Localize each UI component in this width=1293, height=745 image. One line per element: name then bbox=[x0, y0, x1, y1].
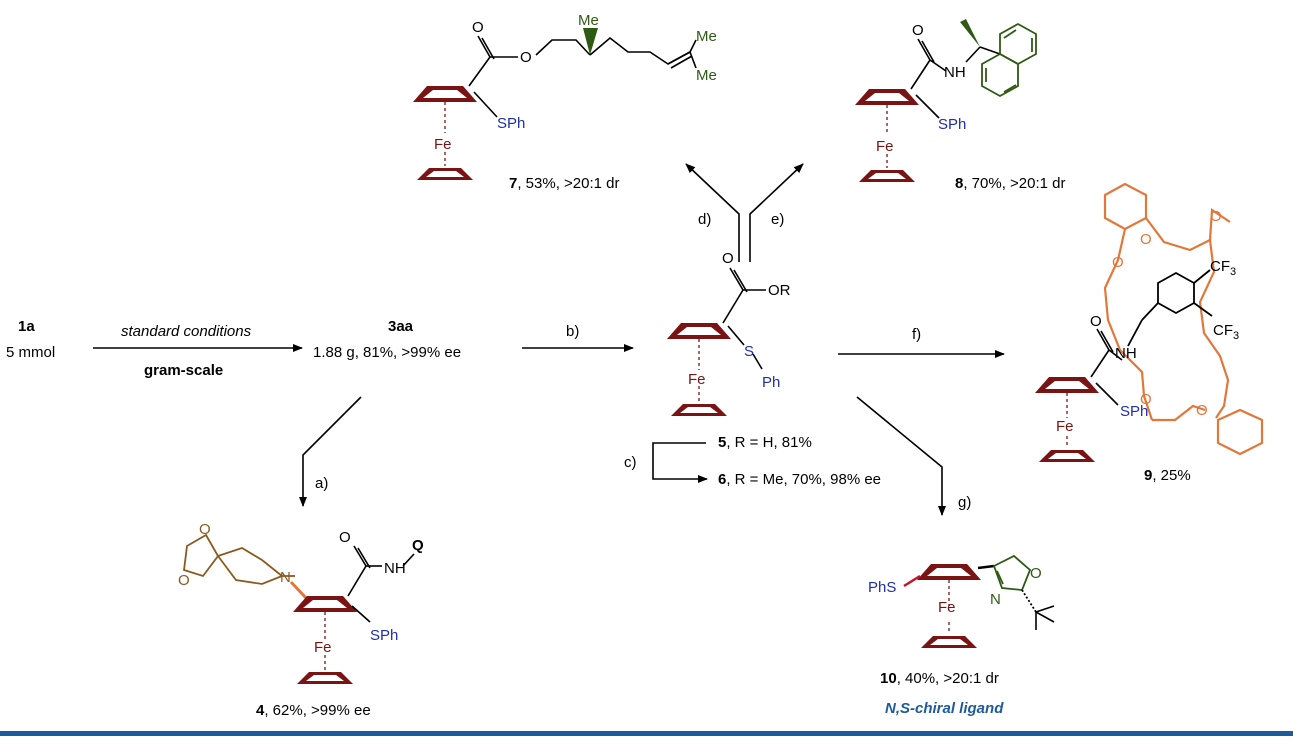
step-f-label: f) bbox=[912, 326, 921, 343]
compound-8-iron: Fe bbox=[876, 138, 894, 155]
compound-4-sph: SPh bbox=[370, 627, 398, 644]
compound-4-structure bbox=[183, 533, 415, 684]
compound-8-nh: NH bbox=[944, 64, 966, 81]
compound-7-structure bbox=[413, 28, 697, 180]
compound-9-crown-o-1: O bbox=[1140, 231, 1152, 248]
step-g-label: g) bbox=[958, 494, 971, 511]
compound-3aa-result: 1.88 g, 81%, >99% ee bbox=[313, 344, 461, 361]
compound-10-structure bbox=[903, 554, 1055, 648]
compound-9-cf3-bottom-cf: CF bbox=[1213, 322, 1233, 339]
compound-10-iron: Fe bbox=[938, 599, 956, 616]
compound-4-label: 4, 62%, >99% ee bbox=[256, 702, 371, 719]
compound-4-desc: , 62%, >99% ee bbox=[264, 702, 370, 719]
compound-9-crown-o-3: O bbox=[1112, 254, 1124, 271]
bottom-bar bbox=[0, 731, 1293, 736]
compound-9-iron: Fe bbox=[1056, 418, 1074, 435]
step-d-label: d) bbox=[698, 211, 711, 228]
central-sulfur: S bbox=[744, 343, 754, 360]
compound-9-cf3-bottom: CF3 bbox=[1213, 322, 1239, 342]
compound-7-sph: SPh bbox=[497, 115, 525, 132]
compound-10-o: O bbox=[1030, 565, 1042, 582]
compound-1a-label: 1a bbox=[18, 318, 35, 335]
compound-6-label: 6, R = Me, 70%, 98% ee bbox=[718, 471, 881, 488]
step-c-label: c) bbox=[624, 454, 637, 471]
central-carbonyl-o: O bbox=[722, 250, 734, 267]
ligand-caption: N,S-chiral ligand bbox=[885, 700, 1004, 717]
central-ferrocene bbox=[667, 267, 766, 416]
compound-9-desc: , 25% bbox=[1152, 467, 1190, 484]
compound-7-label: 7, 53%, >20:1 dr bbox=[509, 175, 620, 192]
compound-9-label: 9, 25% bbox=[1144, 467, 1191, 484]
compound-7-methyl-b: Me bbox=[696, 67, 717, 84]
compound-4-q: Q bbox=[412, 537, 424, 554]
compound-9-structure bbox=[1035, 182, 1264, 462]
compound-8-number: 8 bbox=[955, 175, 963, 192]
compound-4-number: 4 bbox=[256, 702, 265, 719]
compound-10-label: 10, 40%, >20:1 dr bbox=[880, 670, 999, 687]
compound-10-n: N bbox=[990, 591, 1001, 608]
compound-8-structure bbox=[855, 19, 1037, 182]
compound-9-cf3-bottom-sub: 3 bbox=[1233, 330, 1239, 342]
compound-1a-amount: 5 mmol bbox=[6, 344, 55, 361]
compound-4-carbonyl-o: O bbox=[339, 529, 351, 546]
compound-7-desc: , 53%, >20:1 dr bbox=[517, 175, 619, 192]
compound-4-spiro-o-1: O bbox=[199, 521, 211, 538]
compound-8-label: 8, 70%, >20:1 dr bbox=[955, 175, 1066, 192]
central-phenyl: Ph bbox=[762, 374, 780, 391]
compound-5-number: 5 bbox=[718, 434, 726, 451]
compound-6-desc: , R = Me, 70%, 98% ee bbox=[726, 471, 881, 488]
compound-4-spiro-o-2: O bbox=[178, 572, 190, 589]
arrow-g bbox=[856, 396, 946, 516]
compound-10-number: 10 bbox=[880, 670, 897, 687]
compound-9-cf3-top: CF3 bbox=[1210, 258, 1236, 278]
compound-9-cf3-top-cf: CF bbox=[1210, 258, 1230, 275]
standard-conditions-text: standard conditions bbox=[121, 323, 252, 340]
compound-7-iron: Fe bbox=[434, 136, 452, 153]
arrow-d bbox=[685, 163, 740, 262]
compound-6-number: 6 bbox=[718, 471, 726, 488]
compound-10-desc: , 40%, >20:1 dr bbox=[897, 670, 999, 687]
compound-8-desc: , 70%, >20:1 dr bbox=[963, 175, 1065, 192]
gram-scale-text: gram-scale bbox=[144, 362, 223, 379]
step-a-label: a) bbox=[315, 475, 328, 492]
compound-8-sph: SPh bbox=[938, 116, 966, 133]
compound-9-cf3-top-sub: 3 bbox=[1230, 266, 1236, 278]
step-b-label: b) bbox=[566, 323, 579, 340]
compound-7-methyl-a: Me bbox=[696, 28, 717, 45]
compound-7-ester-o: O bbox=[520, 49, 532, 66]
compound-9-carbonyl-o: O bbox=[1090, 313, 1102, 330]
compound-9-crown-o-5: O bbox=[1196, 402, 1208, 419]
compound-7-carbonyl-o: O bbox=[472, 19, 484, 36]
compound-9-number: 9 bbox=[1144, 467, 1152, 484]
arrow-e bbox=[749, 163, 804, 262]
arrow-a bbox=[299, 396, 362, 507]
compound-9-sph: SPh bbox=[1120, 403, 1148, 420]
arrow-c bbox=[652, 442, 708, 483]
step-e-label: e) bbox=[771, 211, 784, 228]
compound-5-desc: , R = H, 81% bbox=[726, 434, 811, 451]
compound-4-nh: NH bbox=[384, 560, 406, 577]
compound-9-crown-o-2: O bbox=[1210, 208, 1222, 225]
compound-7-number: 7 bbox=[509, 175, 517, 192]
compound-10-phs: PhS bbox=[868, 579, 896, 596]
compound-5-label: 5, R = H, 81% bbox=[718, 434, 812, 451]
compound-3aa-label: 3aa bbox=[388, 318, 414, 335]
central-iron: Fe bbox=[688, 371, 706, 388]
compound-7-methyl-stereo: Me bbox=[578, 12, 599, 29]
compound-9-nh: NH bbox=[1115, 345, 1137, 362]
compound-4-n: N bbox=[280, 569, 291, 586]
compound-9-crown-o-4: O bbox=[1140, 391, 1152, 408]
compound-8-carbonyl-o: O bbox=[912, 22, 924, 39]
compound-4-iron: Fe bbox=[314, 639, 332, 656]
central-or-group: OR bbox=[768, 282, 791, 299]
